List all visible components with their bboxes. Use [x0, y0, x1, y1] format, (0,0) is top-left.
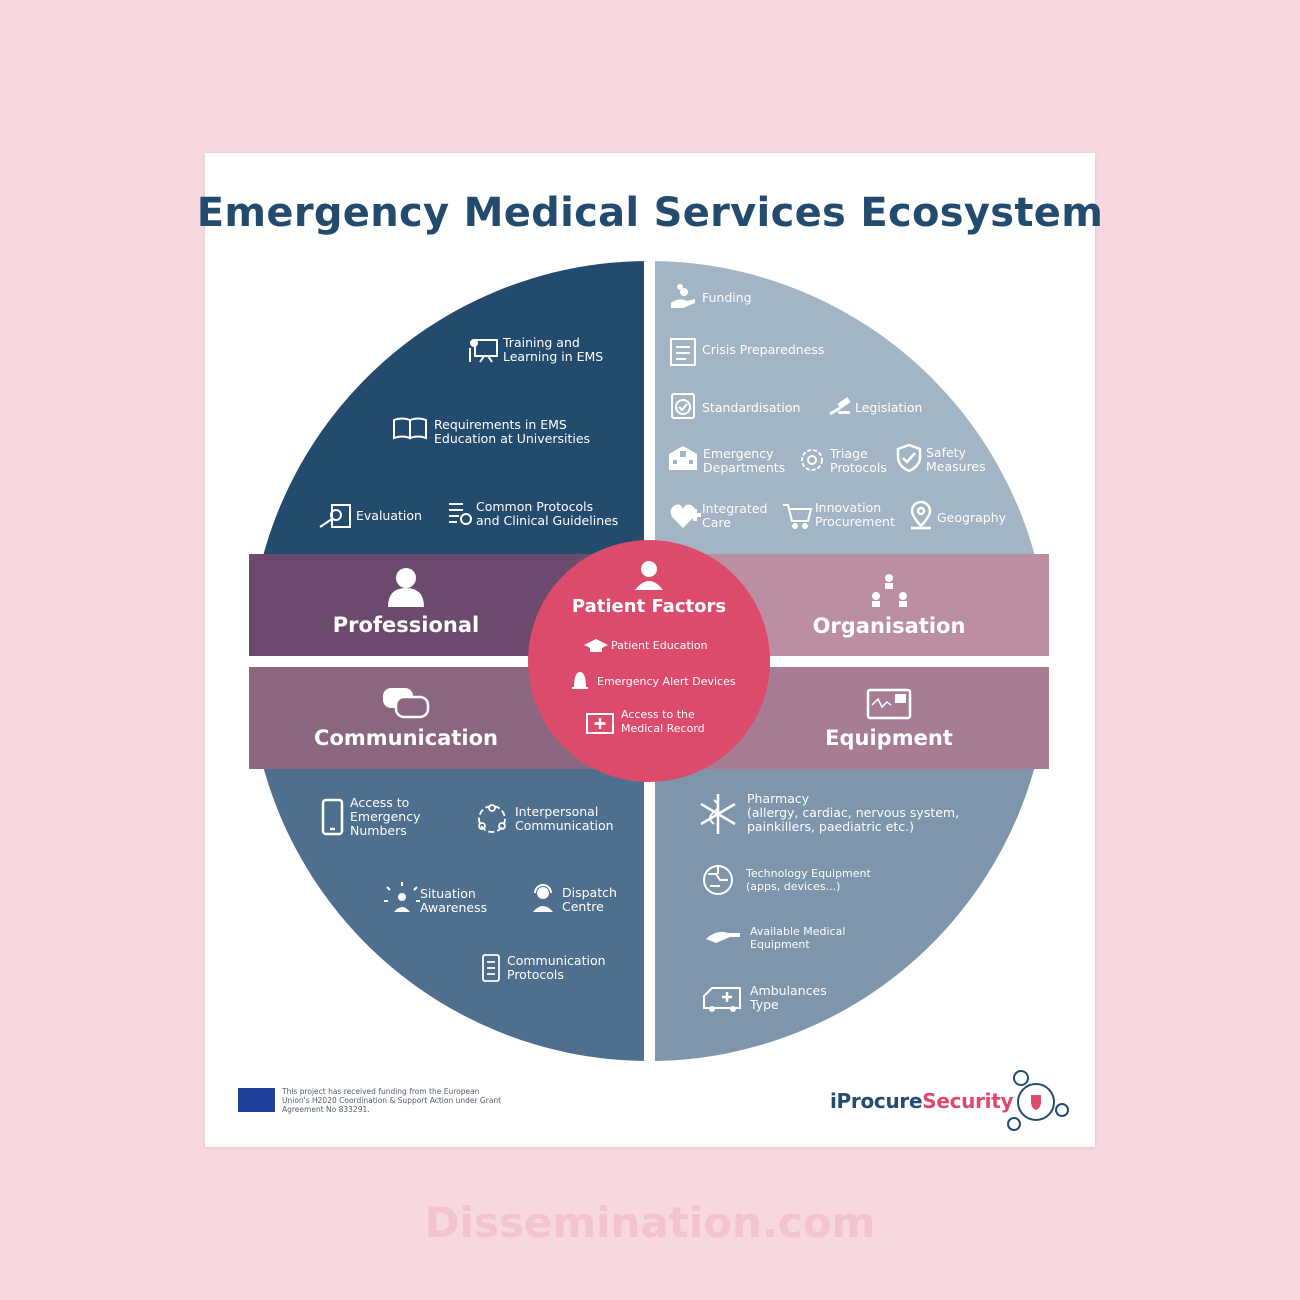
comm-protocols-line2: Protocols	[507, 967, 564, 982]
eu-funding-notice: This project has received funding from t…	[282, 1087, 502, 1114]
ambulances-line2: Type	[749, 997, 779, 1012]
speech-bubbles-icon	[383, 688, 430, 719]
brand-part1: iProcure	[830, 1089, 923, 1113]
shield-check-icon	[896, 443, 922, 473]
footer-watermark: Dissemination.com	[424, 1198, 876, 1247]
graduation-cap-icon	[584, 639, 608, 652]
medical-record-line1: Access to the	[621, 708, 695, 721]
funding-label: Funding	[702, 290, 752, 305]
technology-line1: Technology Equipment	[745, 867, 872, 880]
innovation-line2: Procurement	[815, 514, 895, 529]
emergency-departments-line2: Departments	[703, 460, 785, 475]
interpersonal-line2: Communication	[515, 818, 614, 833]
organisation-label: Organisation	[813, 614, 966, 638]
phone-icon	[321, 798, 344, 836]
cart-icon	[783, 504, 813, 529]
evaluation-icon	[319, 504, 351, 528]
training-line2: Learning in EMS	[503, 349, 603, 364]
people-cycle-icon	[478, 804, 506, 833]
checklist-icon	[449, 503, 472, 525]
headset-icon	[533, 884, 553, 912]
doctor-icon	[388, 568, 424, 607]
innovation-line1: Innovation	[815, 500, 881, 515]
hierarchy-icon	[872, 574, 907, 607]
pharmacy-line2: (allergy, cardiac, nervous system,	[747, 805, 959, 820]
monitor-icon	[866, 688, 912, 720]
map-pin-icon	[910, 500, 932, 530]
safety-line2: Measures	[926, 459, 986, 474]
emergency-departments-line1: Emergency	[703, 446, 774, 461]
presentation-board-icon	[469, 339, 498, 363]
evaluation-label: Evaluation	[356, 508, 422, 523]
pharmacy-line3: painkillers, paediatric etc.)	[747, 819, 914, 834]
clipboard-icon	[670, 338, 696, 366]
available-equipment-line1: Available Medical	[750, 925, 845, 938]
check-badge-icon	[671, 393, 695, 419]
technology-line2: (apps, devices...)	[746, 880, 840, 893]
patient-icon	[635, 561, 663, 590]
list-icon	[482, 954, 500, 982]
available-equipment-line2: Equipment	[750, 938, 810, 951]
requirements-line1: Requirements in EMS	[434, 417, 567, 432]
triage-line1: Triage	[829, 446, 868, 461]
dispatch-line2: Centre	[562, 899, 604, 914]
gear-icon	[801, 449, 823, 471]
patient-education-label: Patient Education	[611, 639, 708, 652]
legislation-label: Legislation	[855, 400, 922, 415]
access-numbers-line1: Access to	[350, 795, 409, 810]
poster-title: Emergency Medical Services Ecosystem	[196, 190, 1104, 236]
integrated-care-line1: Integrated	[702, 501, 767, 516]
standardisation-label: Standardisation	[702, 400, 800, 415]
iprocure-security-logo: iProcureSecurity	[830, 1089, 1014, 1113]
eu-flag	[238, 1088, 275, 1112]
dispatch-line1: Dispatch	[562, 885, 617, 900]
safety-line1: Safety	[926, 445, 967, 460]
communication-label: Communication	[314, 726, 498, 750]
gavel-icon	[829, 397, 851, 416]
medical-record-line2: Medical Record	[621, 722, 705, 735]
cart-shield-icon	[1007, 1070, 1069, 1131]
training-line1: Training and	[502, 335, 580, 350]
patient-factors-title: Patient Factors	[572, 596, 726, 617]
patient-factors-circle	[528, 540, 770, 782]
person-arrows-icon	[384, 882, 420, 912]
interpersonal-line1: Interpersonal	[515, 804, 598, 819]
emergency-alert-devices-label: Emergency Alert Devices	[597, 675, 736, 688]
pharmacy-line1: Pharmacy	[747, 791, 810, 806]
crisis-preparedness-label: Crisis Preparedness	[702, 342, 824, 357]
situation-line2: Awareness	[420, 900, 487, 915]
triage-line2: Protocols	[830, 460, 887, 475]
integrated-care-line2: Care	[702, 515, 731, 530]
common-protocols-line1: Common Protocols	[476, 499, 593, 514]
comm-protocols-line1: Communication	[507, 953, 606, 968]
brand-part2: Security	[922, 1089, 1014, 1113]
access-numbers-line2: Emergency	[350, 809, 421, 824]
requirements-line2: Education at Universities	[434, 431, 590, 446]
alarm-bell-icon	[572, 672, 588, 689]
hand-icon	[706, 931, 740, 943]
heart-plus-icon	[670, 504, 701, 528]
access-numbers-line3: Numbers	[350, 823, 407, 838]
common-protocols-line2: and Clinical Guidelines	[476, 513, 618, 528]
equipment-label: Equipment	[825, 726, 953, 750]
ambulance-icon	[703, 987, 741, 1012]
ambulances-line1: Ambulances	[750, 983, 827, 998]
situation-line1: Situation	[420, 886, 476, 901]
circuit-globe-icon	[703, 865, 733, 895]
medical-folder-icon	[586, 713, 614, 734]
open-book-icon	[393, 417, 427, 440]
hand-coins-icon	[671, 284, 695, 308]
professional-label: Professional	[333, 613, 480, 637]
geography-label: Geography	[937, 510, 1007, 525]
hospital-icon	[669, 446, 697, 470]
star-of-life-icon	[700, 794, 736, 834]
